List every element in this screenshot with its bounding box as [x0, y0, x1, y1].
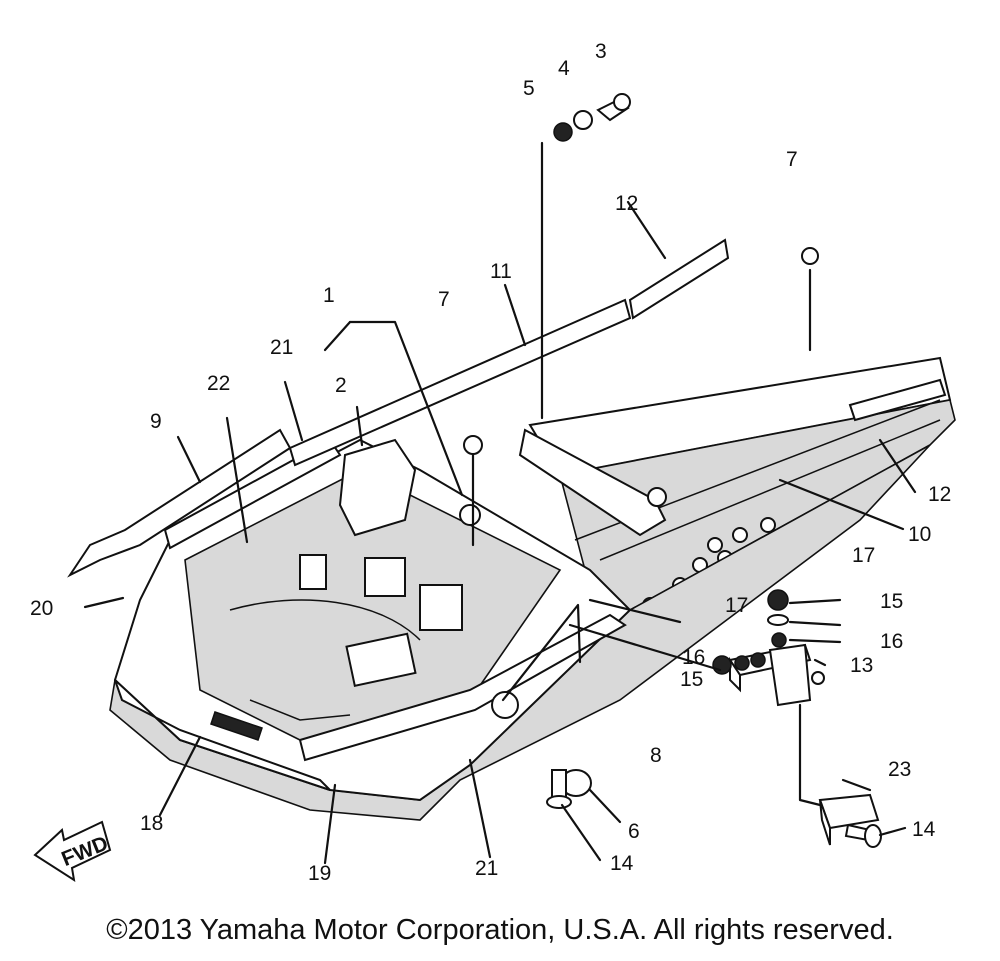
- pulley-boss: [491, 691, 519, 719]
- nut-17-right: [767, 589, 789, 611]
- callout-6: 6: [628, 820, 640, 843]
- rear-cross-member: [518, 428, 667, 537]
- callout-2: 2: [335, 374, 347, 397]
- callout-10: 10: [908, 523, 931, 546]
- engine-mount-right: [419, 584, 463, 631]
- plug-7-front: [463, 435, 483, 455]
- bracket-23: [818, 793, 880, 846]
- callout-18: 18: [140, 812, 163, 835]
- callout-16-left: 16: [682, 646, 705, 669]
- fwd-arrow: FWD: [33, 820, 111, 883]
- plug-7-rear: [801, 247, 819, 265]
- copyright-notice: ©2013 Yamaha Motor Corporation, U.S.A. A…: [106, 914, 894, 946]
- shock-bracket-13: [728, 643, 825, 707]
- strip-12-side: [848, 378, 947, 422]
- leader-lines: [83, 141, 917, 865]
- bolt-14-right: [844, 823, 882, 848]
- callout-15-right: 15: [880, 590, 903, 613]
- callout-14-lower: 14: [610, 852, 634, 875]
- callout-20: 20: [30, 597, 53, 620]
- washer-15-right: [767, 614, 789, 626]
- callout-22: 22: [207, 372, 230, 395]
- callout-5: 5: [523, 77, 535, 100]
- callout-21-top: 21: [270, 336, 293, 359]
- bracket-2: [338, 438, 417, 537]
- callout-7-rear: 7: [786, 148, 798, 171]
- washer-4: [573, 110, 593, 130]
- callout-21-bottom: 21: [475, 857, 498, 880]
- callout-15-left: 15: [680, 668, 703, 691]
- callout-8: 8: [650, 744, 662, 767]
- callout-16-right: 16: [880, 630, 903, 653]
- callout-9: 9: [150, 410, 162, 433]
- callout-1: 1: [323, 284, 335, 307]
- rail-strip-11: [288, 298, 632, 467]
- frame-body: [109, 356, 956, 821]
- bolt-3: [596, 93, 631, 122]
- engine-plate: [345, 632, 417, 687]
- front-rail: [298, 613, 627, 762]
- callout-14-right: 14: [912, 818, 936, 841]
- front-bumper: [114, 679, 331, 791]
- callout-13: 13: [850, 654, 873, 677]
- exploded-parts-diagram: 1 2 3 4 5 6 7 7 8 9 10 11 12 12 13 14 14…: [30, 40, 956, 885]
- callout-17-right: 17: [852, 544, 875, 567]
- callout-12-side: 12: [928, 483, 951, 506]
- callout-7-front: 7: [438, 288, 450, 311]
- nut-5: [553, 122, 573, 142]
- washer-16-right: [771, 632, 787, 648]
- callout-11: 11: [490, 260, 512, 283]
- washer-15-left: [750, 652, 766, 668]
- callout-4: 4: [558, 57, 570, 80]
- bolt-14-lower: [546, 769, 572, 809]
- callout-19: 19: [308, 862, 331, 885]
- callout-23: 23: [888, 758, 911, 781]
- washer-16-left: [734, 655, 750, 671]
- callout-3: 3: [595, 40, 607, 63]
- callout-numbers: 1 2 3 4 5 6 7 7 8 9 10 11 12 12 13 14 14…: [30, 40, 951, 885]
- nut-17-left: [712, 655, 732, 675]
- strip-12-top: [628, 238, 730, 320]
- left-upper-rail: [163, 438, 342, 550]
- callout-17-left: 17: [725, 594, 748, 617]
- engine-mount-left: [364, 557, 406, 597]
- callout-12-top: 12: [615, 192, 638, 215]
